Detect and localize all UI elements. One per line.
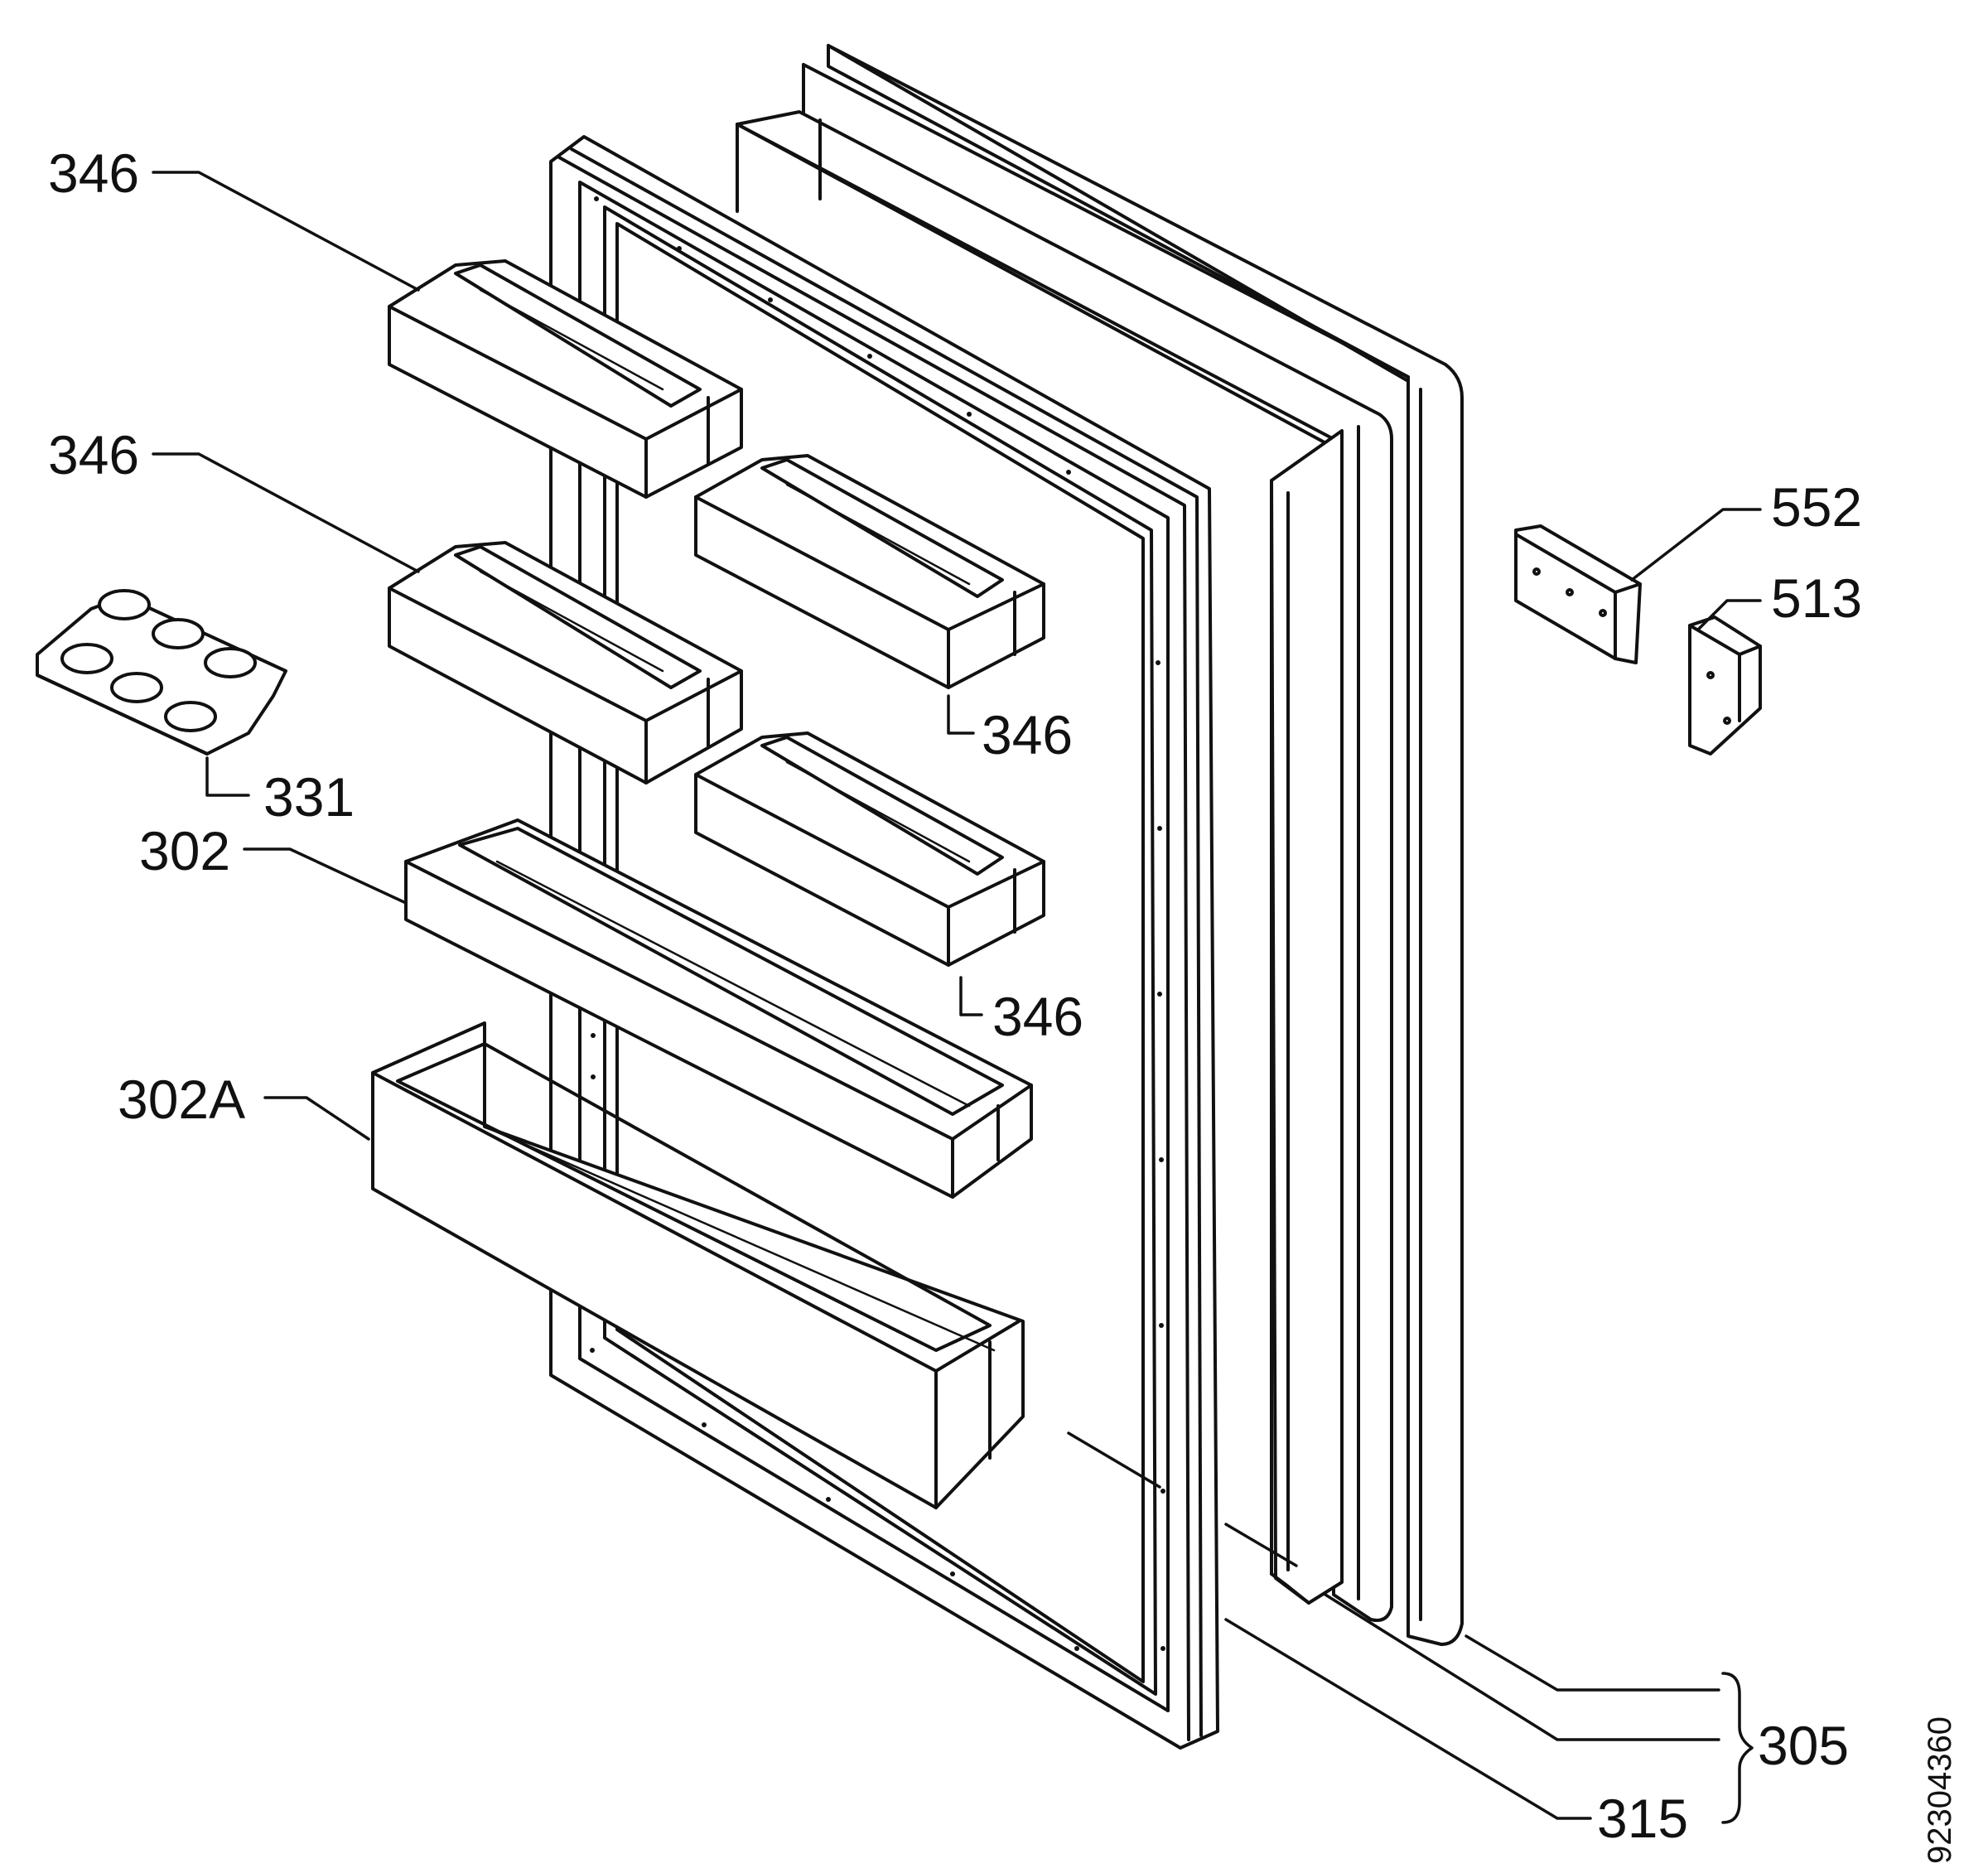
- brace-305: [1721, 1672, 1754, 1824]
- leader-552: [1630, 508, 1762, 582]
- leader-331: [205, 756, 250, 797]
- callout-315: 315: [1597, 1788, 1688, 1849]
- leader-305-b: [1324, 1593, 1720, 1741]
- door-bin-346-mid-right: [694, 731, 1045, 967]
- hinge-bracket-513: [1688, 615, 1762, 755]
- leader-gasket-inner: [1224, 1523, 1298, 1567]
- leader-513: [1696, 599, 1762, 631]
- callout-346-mid-left: 346: [48, 424, 139, 485]
- leader-302a: [263, 1096, 370, 1141]
- callout-305: 305: [1758, 1715, 1849, 1776]
- leader-346c: [947, 694, 975, 735]
- door-inner-frame: [736, 110, 1393, 1622]
- leader-346d: [959, 976, 983, 1016]
- door-shelf-302: [404, 818, 1033, 1199]
- callout-331: 331: [263, 766, 355, 828]
- leader-315: [1224, 1618, 1592, 1820]
- leader-lines: [152, 171, 1762, 1824]
- egg-tray-331: [36, 589, 287, 755]
- leader-305-a: [1464, 1634, 1720, 1692]
- callout-302a: 302A: [118, 1069, 245, 1130]
- door-bin-346-top-left: [388, 259, 743, 499]
- door-outer-panel: [802, 44, 1464, 1646]
- door-bin-346-mid-left: [388, 541, 743, 784]
- door-shelf-302a: [371, 1021, 1025, 1509]
- leader-302: [243, 847, 408, 905]
- callout-513: 513: [1771, 567, 1862, 629]
- door-bin-346-top-right: [694, 454, 1045, 689]
- leader-346b: [152, 452, 420, 573]
- callout-346-mid-right: 346: [992, 986, 1083, 1047]
- callout-552: 552: [1771, 476, 1862, 538]
- callout-346-top-left: 346: [48, 142, 139, 204]
- callout-302: 302: [139, 820, 230, 881]
- document-number: 92304360: [1922, 1716, 1958, 1864]
- gasket-texture: [590, 196, 1165, 1651]
- callout-labels: 346 346 346 346 331 302 302A 552 513 305…: [48, 142, 1958, 1864]
- leader-305-c: [1067, 1431, 1161, 1489]
- callout-346-top-right: 346: [982, 704, 1073, 765]
- leader-346a: [152, 171, 420, 292]
- hinge-plate-552: [1514, 524, 1642, 664]
